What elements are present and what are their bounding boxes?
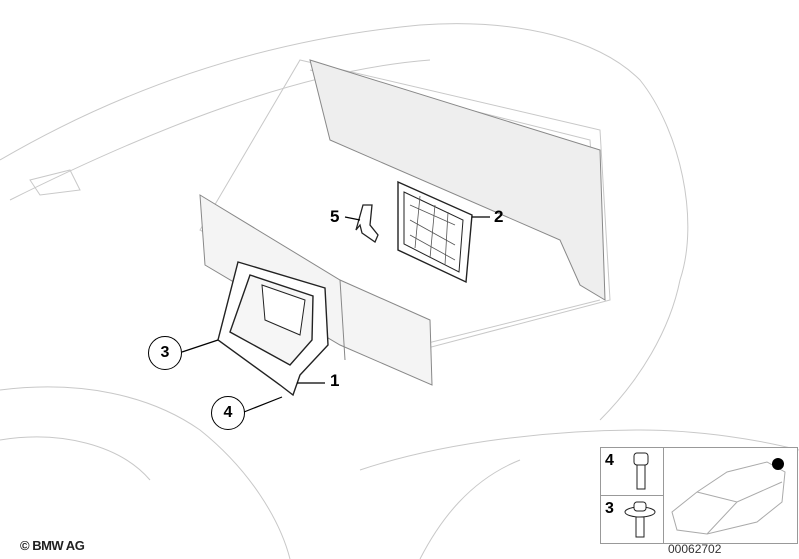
fastener-inset: 4 3 [600, 447, 798, 544]
car-locator-icon [671, 458, 786, 535]
inset-label-3: 3 [605, 500, 614, 517]
inset-label-4: 4 [605, 452, 614, 469]
callout-3: 3 [148, 336, 182, 370]
inset-divider [601, 495, 663, 496]
copyright: © BMW AG [20, 538, 85, 553]
bolt-icon [633, 452, 649, 490]
callout-4: 4 [211, 396, 245, 430]
callout-2: 2 [494, 207, 504, 226]
callout-1: 1 [330, 371, 340, 390]
part-number: 00062702 [668, 542, 722, 556]
callout-5: 5 [330, 207, 340, 226]
collar-screw-icon [624, 501, 656, 538]
fastener-column [601, 448, 664, 543]
